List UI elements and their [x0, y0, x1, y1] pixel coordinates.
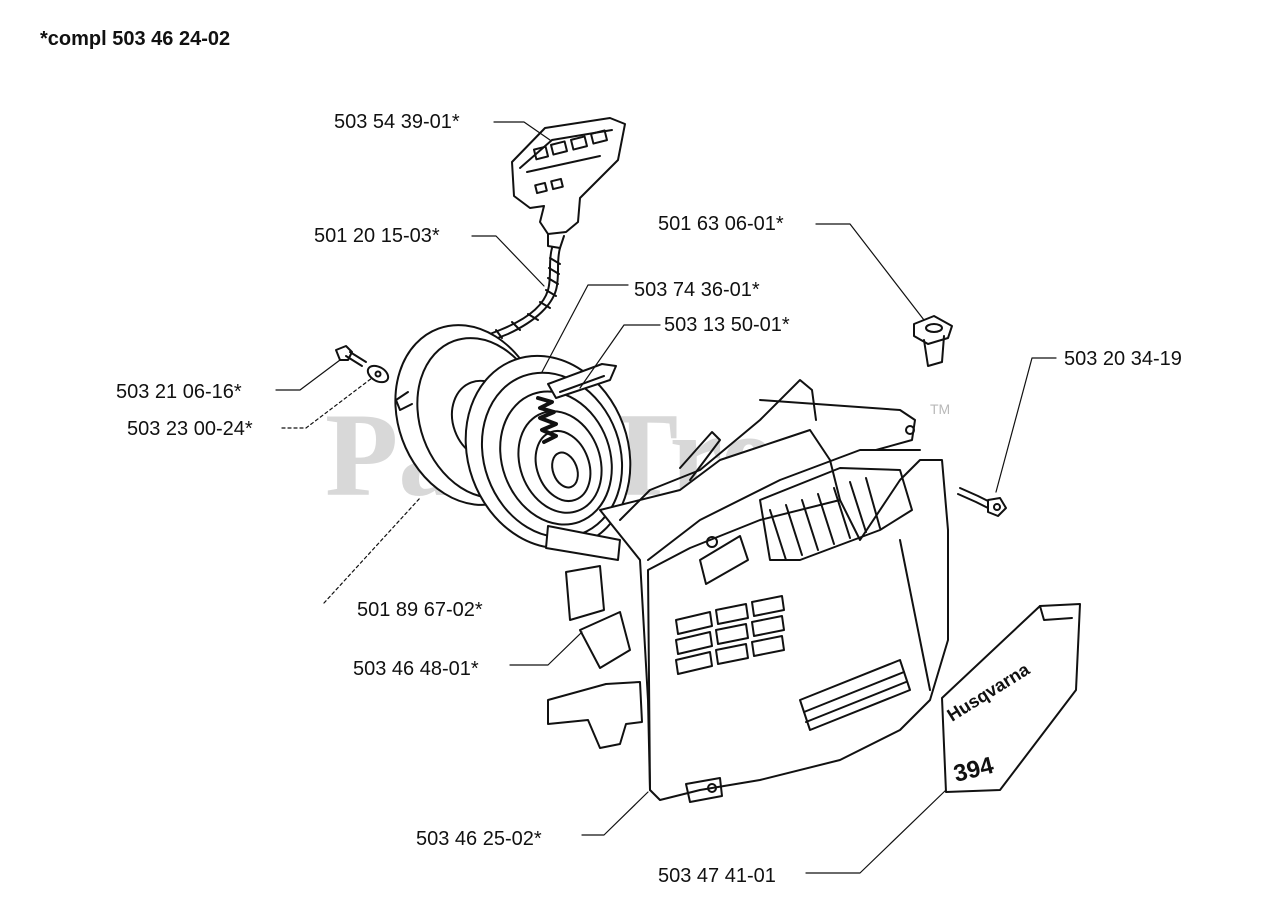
part-label-handle[interactable]: 503 54 39-01*	[334, 111, 460, 133]
valve-drawing	[913, 315, 953, 367]
part-label-pawl[interactable]: 503 13 50-01*	[664, 314, 790, 336]
starter-pawl-drawing	[547, 363, 617, 399]
starter-handle-drawing	[511, 117, 626, 249]
part-label-pulley[interactable]: 501 89 67-02*	[357, 599, 483, 621]
decal-drawing	[941, 603, 1081, 793]
part-label-screw[interactable]: 503 21 06-16*	[116, 381, 242, 403]
part-label-washer[interactable]: 503 23 00-24*	[127, 418, 253, 440]
part-label-guide[interactable]: 503 46 48-01*	[353, 658, 479, 680]
part-label-spring[interactable]: 503 74 36-01*	[634, 279, 760, 301]
part-label-decal[interactable]: 503 47 41-01	[658, 865, 776, 887]
starter-cover-drawing	[547, 379, 949, 803]
watermark-trademark: TM	[930, 401, 950, 417]
part-label-rope[interactable]: 501 20 15-03*	[314, 225, 440, 247]
part-label-bolt[interactable]: 503 20 34-19	[1064, 348, 1182, 370]
assembly-title: *compl 503 46 24-02	[40, 28, 231, 50]
part-label-cover[interactable]: 503 46 25-02*	[416, 828, 542, 850]
recoil-spring-drawing	[464, 354, 632, 561]
screw-washer-drawing	[335, 345, 390, 384]
leader-lines	[275, 121, 1057, 874]
bolt-drawing	[957, 487, 1007, 517]
part-label-valve[interactable]: 501 63 06-01*	[658, 213, 784, 235]
